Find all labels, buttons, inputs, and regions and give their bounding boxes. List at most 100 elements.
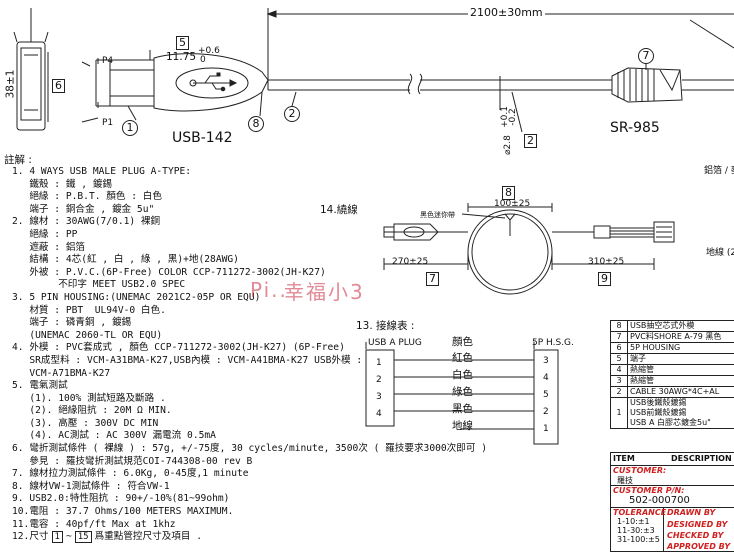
- fig14-marker-7: 7: [426, 272, 439, 286]
- title-block: ITEM DESCRIPTION CUSTOMER: 羅技 CUSTOMER P…: [610, 452, 734, 552]
- drawn-by-label: DRAWN BY: [667, 508, 715, 517]
- right-fragment-ground: 地線 (2: [706, 248, 734, 258]
- note-line: 材質 : PBT UL94V-0 白色.: [12, 305, 487, 318]
- note-line: (4). AC測試 : AC 300V 漏電流 0.5mA: [12, 430, 487, 443]
- note-line: 2. 線材 : 30AWG(7/0.1) 裸銅: [12, 216, 487, 229]
- fig13-color-header: 顏色: [452, 336, 473, 348]
- title-item-header: ITEM: [613, 454, 635, 463]
- bom-description-line: 5P HOUSING: [630, 343, 734, 353]
- usb-model-label: USB-142: [172, 130, 233, 146]
- fig14-marker-9: 9: [598, 272, 611, 286]
- note-box-b: 15: [75, 531, 92, 543]
- bom-item-number: 6: [611, 343, 628, 354]
- fig13-usb-pin: 4: [376, 409, 382, 419]
- tolerance-3: 31-100:±5: [617, 535, 660, 544]
- tolerance-1: 1-10:±1: [617, 517, 650, 526]
- bom-description: PVC料SHORE A-79 黑色: [628, 332, 734, 343]
- checked-by-label: CHECKED BY: [667, 531, 723, 540]
- bom-description-line: USB A 白膠芯鍍金5u": [630, 418, 734, 428]
- bom-item-number: 8: [611, 321, 628, 332]
- fig13-hsg-header: 5P H.S.G.: [532, 338, 574, 348]
- customer-pn-label: CUSTOMER P/N:: [613, 486, 684, 495]
- note-last-tail: 爲重點管控尺寸及項目 .: [95, 531, 203, 542]
- note-line: 5. 電氣測試: [12, 380, 487, 393]
- note-line: 鐵殼 : 鐵 , 鍍錫: [12, 179, 487, 192]
- designed-by-label: DESIGNED BY: [667, 520, 727, 529]
- fig13-wire-color: 白色: [452, 369, 473, 381]
- bom-description-line: USB後鐵殼鍍錫: [630, 398, 734, 408]
- note-line: 11.電容 : 40pf/ft Max at 1khz: [12, 519, 487, 532]
- note-line: 9. USB2.0:特性阻抗 : 90+/-10%(81~99ohm): [12, 493, 487, 506]
- bom-item-number: 7: [611, 332, 628, 343]
- marker-circle-7: 7: [638, 48, 654, 64]
- note-line: 7. 線材拉力測試條件 : 6.0Kg, 0-45度,1 minute: [12, 468, 487, 481]
- notes-block: 1. 4 WAYS USB MALE PLUG A-TYPE: 鐵殼 : 鐵 ,…: [12, 166, 487, 544]
- bom-description: 熱縮管: [628, 376, 734, 387]
- pin-label-p4: P4: [102, 56, 113, 66]
- bom-item-number: 2: [611, 387, 628, 398]
- note-line: (2). 絕緣阻抗 : 20M Ω MIN.: [12, 405, 487, 418]
- marker-box-2: 2: [524, 134, 537, 148]
- note-line: 端子 : 磷青銅 , 鍍錫: [12, 317, 487, 330]
- note-line: 6. 彎折測試條件 ( 裸線 ) : 57g, +/-75度, 30 cycle…: [12, 443, 487, 456]
- bom-description-line: 熱縮管: [630, 376, 734, 386]
- note-line: VCM-A71BMA-K27: [12, 368, 487, 381]
- fig13-title: 13. 接線表 :: [356, 320, 414, 332]
- fig14-dim-100: 100±25: [494, 199, 530, 209]
- diameter-tolerance-minus: -0.2: [508, 108, 518, 126]
- watermark-prefix: Pi..: [250, 278, 288, 302]
- marker-circle-2: 2: [284, 106, 300, 122]
- bom-description: CABLE 30AWG*4C+AL: [628, 387, 734, 398]
- fig14-dim-270: 270±25: [392, 257, 428, 267]
- overall-length-label: 2100±30mm: [468, 7, 545, 19]
- fig13-usb-pin: 1: [376, 358, 382, 368]
- customer-pn-value: 502-000700: [629, 495, 690, 506]
- tolerance-label: TOLERANCE: [613, 508, 666, 517]
- marker-circle-1: 1: [122, 120, 138, 136]
- note-line: 參見 : 羅技彎折測試規范COI-744308-00 rev B: [12, 456, 487, 469]
- marker-box-5: 5: [176, 36, 189, 50]
- dimension-11-75: 11.75: [166, 51, 196, 63]
- tolerance-2: 11-30:±3: [617, 526, 655, 535]
- twist-tie-note: 黑色迷你帶: [420, 210, 455, 220]
- fig13-hsg-pin: 4: [543, 373, 549, 383]
- bom-description-line: USB抽空芯式外模: [630, 321, 734, 331]
- note-line: 遮蔽 : 鋁箔: [12, 242, 487, 255]
- note-box-a: 1: [52, 531, 63, 543]
- bom-description-line: 端子: [630, 354, 734, 364]
- bom-description-line: CABLE 30AWG*4C+AL: [630, 387, 734, 397]
- note-line: 端子 : 銅合金 , 鍍金 5u": [12, 204, 487, 217]
- note-range-sep: ~: [66, 531, 72, 542]
- note-line: 10.電阻 : 37.7 Ohms/100 METERS MAXIMUM.: [12, 506, 487, 519]
- fig13-wire-color: 綠色: [452, 386, 473, 398]
- fig14-marker-8: 8: [502, 186, 515, 200]
- note-line: SR成型料 : VCM-A31BMA-K27,USB內模 : VCM-A41BM…: [12, 355, 487, 368]
- fig13-usb-pin: 3: [376, 392, 382, 402]
- fig13-usb-pin: 2: [376, 375, 382, 385]
- bom-item-number: 1: [611, 398, 628, 429]
- tolerance-minus: 0: [200, 55, 206, 65]
- note-line: 絕緣 : PP: [12, 229, 487, 242]
- bom-description-line: 熱縮管: [630, 365, 734, 375]
- fig13-wire-color: 地線: [452, 420, 473, 432]
- note-line: 8. 線材VW-1測試條件 : 符合VW-1: [12, 481, 487, 494]
- note-line: 1. 4 WAYS USB MALE PLUG A-TYPE:: [12, 166, 487, 179]
- marker-box-6: 6: [52, 79, 65, 93]
- bom-description: 熱縮管: [628, 365, 734, 376]
- notes-title: 註解 :: [4, 154, 32, 166]
- fig13-usb-header: USB A PLUG: [368, 338, 422, 348]
- bom-item-number: 5: [611, 354, 628, 365]
- bom-description: 端子: [628, 354, 734, 365]
- bom-item-number: 4: [611, 365, 628, 376]
- fig13-hsg-pin: 2: [543, 407, 549, 417]
- customer-label: CUSTOMER:: [613, 466, 666, 475]
